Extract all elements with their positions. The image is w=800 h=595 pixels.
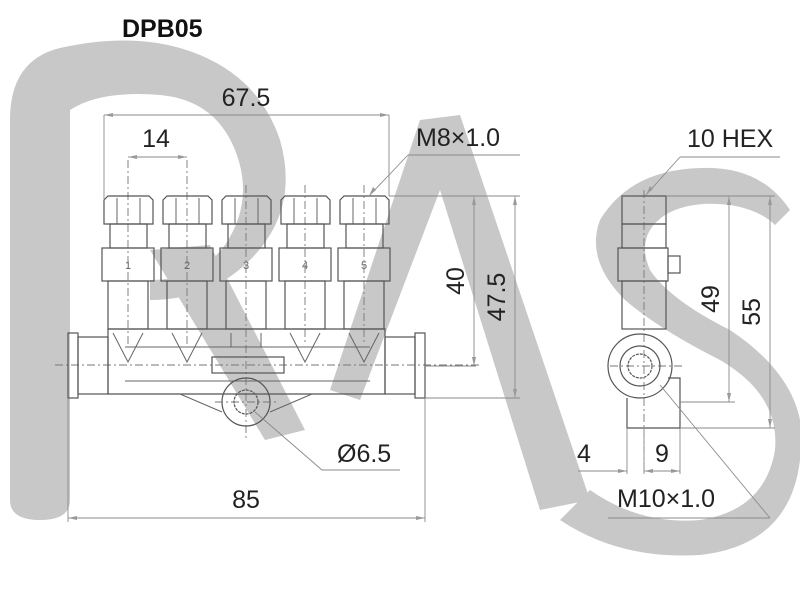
- dim-thread-m8: M8×1.0: [416, 124, 500, 152]
- front-dimensions: 67.5 14 M8×1.0 40 47.5 Ø6.5 85: [67, 84, 520, 522]
- outlet-label-3: 3: [243, 260, 249, 272]
- drawing-title: DPB05: [122, 15, 203, 43]
- outlet-label-2: 2: [184, 260, 190, 272]
- outlet-1: [101, 195, 155, 330]
- dim-hole-diameter: Ø6.5: [337, 440, 391, 468]
- outlet-label-5: 5: [361, 260, 367, 272]
- manifold-body: [67, 328, 426, 427]
- dim-overall-length: 85: [232, 486, 260, 514]
- dim-offset-4: 4: [577, 440, 591, 468]
- dim-height-55: 55: [738, 298, 766, 326]
- dim-hex: 10 HEX: [687, 125, 773, 153]
- dim-height-40: 40: [442, 267, 470, 295]
- front-view: 1 2 3 4 5: [55, 160, 480, 440]
- watermark: [10, 40, 800, 556]
- outlet-label-1: 1: [125, 260, 131, 272]
- dim-height-49: 49: [697, 285, 725, 313]
- side-dimensions: 10 HEX 49 55 4 9 M10×1.0: [577, 125, 780, 519]
- dim-height-47-5: 47.5: [483, 273, 511, 322]
- outlet-5: [337, 195, 391, 330]
- dim-outlet-span: 67.5: [222, 84, 271, 112]
- outlet-label-4: 4: [302, 260, 308, 272]
- dim-width-9: 9: [655, 440, 669, 468]
- dim-thread-m10: M10×1.0: [617, 485, 715, 513]
- dim-outlet-pitch: 14: [142, 125, 170, 153]
